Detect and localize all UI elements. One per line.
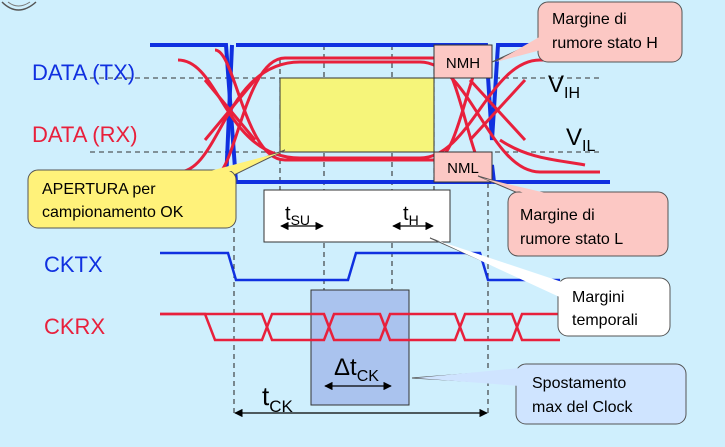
- vih-label: VIH: [548, 71, 580, 102]
- timing-window-box: [263, 189, 451, 243]
- callout-clock-skew: Spostamento max del Clock: [411, 363, 687, 425]
- cktx-trace: [160, 251, 560, 282]
- signal-label-cktx: CKTX: [44, 252, 103, 277]
- data-rx-eye: [177, 48, 600, 177]
- svg-text:Margine di: Margine di: [520, 207, 595, 224]
- svg-text:rumore stato L: rumore stato L: [520, 231, 623, 248]
- signal-label-ckrx: CKRX: [44, 314, 105, 339]
- ckrx-trace: [160, 312, 560, 342]
- noise-margin-high: NMH: [433, 44, 493, 79]
- aperture-rectangle: [279, 77, 435, 153]
- logo-fragment: [1, 1, 37, 11]
- vil-label: VIL: [566, 124, 595, 155]
- dtck-label: ΔtCK: [334, 354, 379, 385]
- th-label: tH: [403, 203, 419, 228]
- callout-margin-high: Margine di rumore stato H: [491, 1, 683, 63]
- callout-timing-margins: Margini temporali: [429, 237, 671, 337]
- svg-text:Margine di: Margine di: [552, 11, 627, 28]
- svg-text:APERTURA per: APERTURA per: [42, 181, 156, 198]
- callout-aperture: APERTURA per campionamento OK: [27, 149, 286, 229]
- noise-margin-low: NML: [433, 151, 493, 183]
- nmh-label: NMH: [446, 55, 480, 72]
- signal-label-data-rx: DATA (RX): [32, 122, 138, 147]
- svg-text:rumore stato H: rumore stato H: [552, 35, 658, 52]
- signal-label-data-tx: DATA (TX): [32, 60, 135, 85]
- svg-text:temporali: temporali: [572, 312, 638, 329]
- tck-label: tCK: [262, 381, 294, 416]
- svg-text:max del Clock: max del Clock: [532, 399, 633, 416]
- nml-label: NML: [447, 160, 479, 177]
- svg-text:campionamento OK: campionamento OK: [42, 204, 184, 221]
- clock-skew-box: [310, 289, 410, 406]
- svg-text:Margini: Margini: [572, 289, 624, 306]
- callout-margin-low: Margine di rumore stato L: [477, 175, 669, 257]
- svg-text:Spostamento: Spostamento: [532, 375, 626, 392]
